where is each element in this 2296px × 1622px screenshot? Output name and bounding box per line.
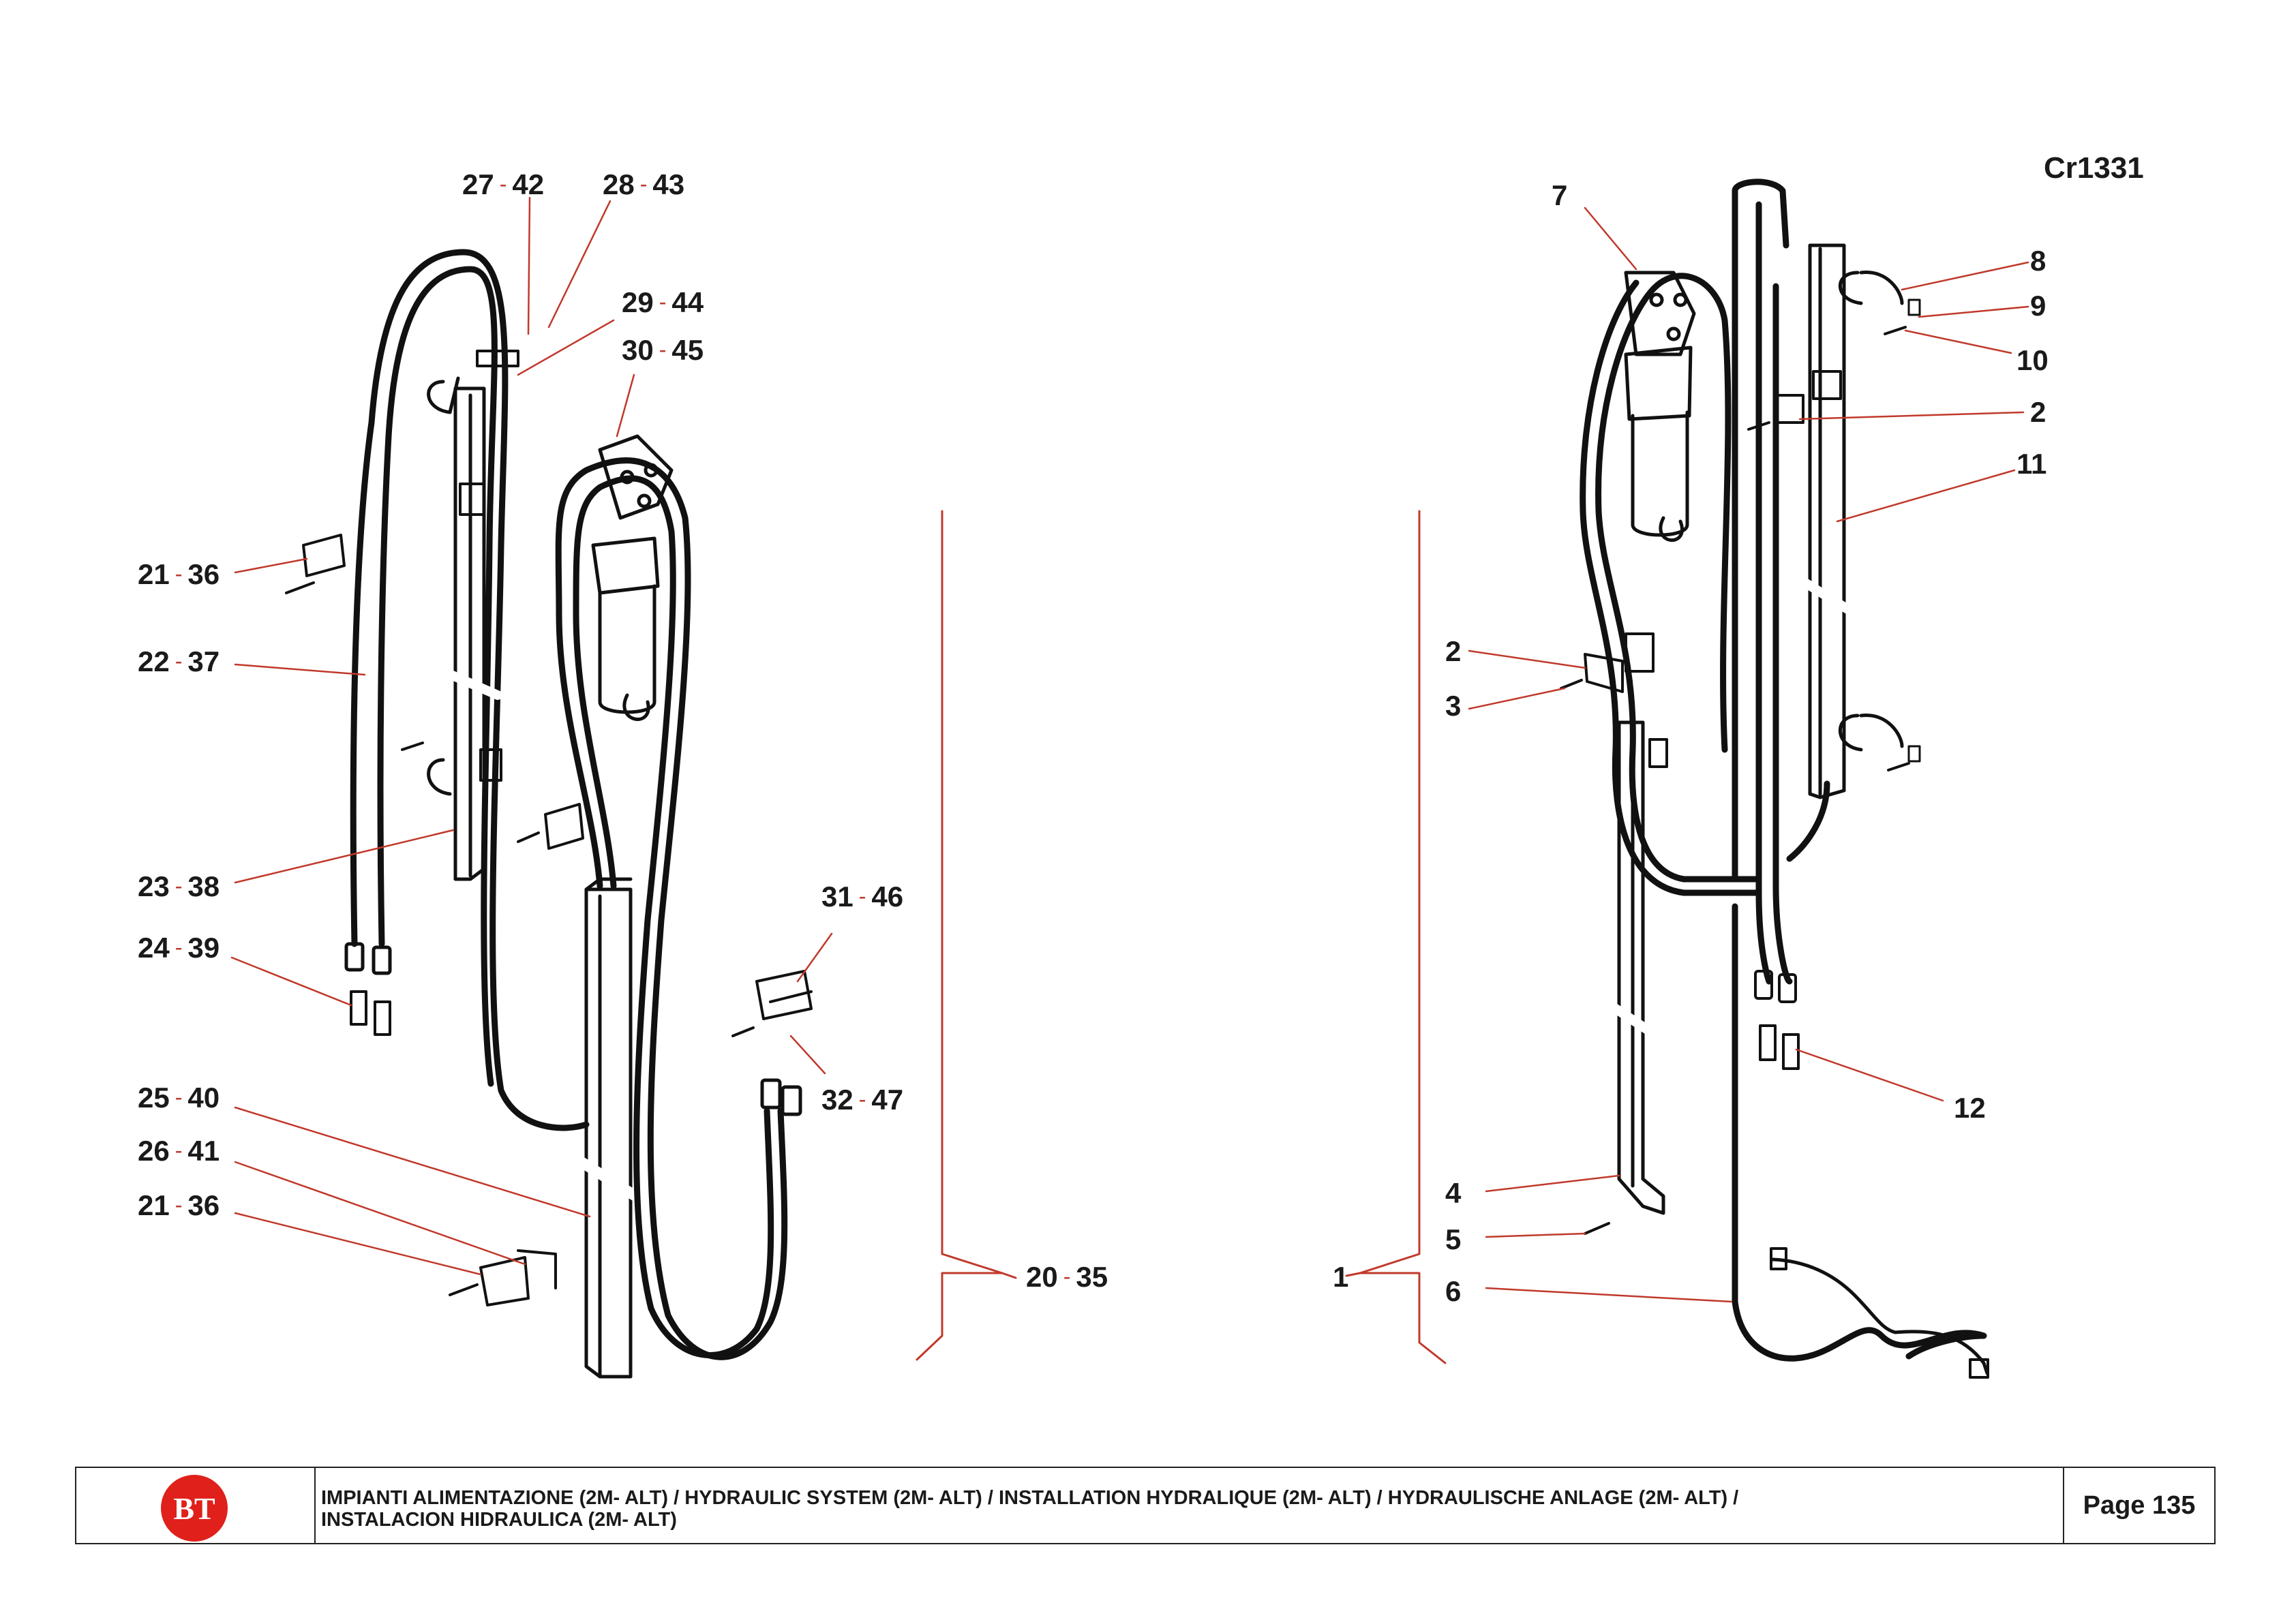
title-block: BT IMPIANTI ALIMENTAZIONE (2M- ALT) / HY… xyxy=(75,1467,2216,1544)
callout-3: 3 xyxy=(1445,690,1462,722)
callout-num: 24 xyxy=(138,932,170,964)
callout-27-42: 27-42 xyxy=(462,168,545,200)
callout-num-alt: 38 xyxy=(187,870,220,902)
callout-32-47: 32-47 xyxy=(821,1084,904,1116)
callout-num-alt: 45 xyxy=(671,334,704,366)
callout-num-alt: 40 xyxy=(187,1082,220,1114)
callout-num-alt: 42 xyxy=(512,168,545,200)
callout-30-45: 30-45 xyxy=(622,334,704,366)
callout-11: 11 xyxy=(2016,448,2047,480)
callout-num: 22 xyxy=(138,645,170,677)
callout-22-37: 22-37 xyxy=(138,645,220,677)
drawing-code: Cr1331 xyxy=(2044,151,2144,185)
callout-num: 20 xyxy=(1026,1261,1058,1293)
callout-num: 29 xyxy=(622,286,654,318)
title-line-2: INSTALACION HIDRAULICA (2M- ALT) xyxy=(321,1509,677,1531)
callout-29-44: 29-44 xyxy=(622,286,704,318)
callout-num-alt: 35 xyxy=(1076,1261,1108,1293)
callout-num: 23 xyxy=(138,870,170,902)
callout-28-43: 28-43 xyxy=(603,168,685,200)
hose-right-bottom xyxy=(1732,1298,1987,1362)
callout-num: 32 xyxy=(821,1084,854,1116)
rail-left xyxy=(453,386,486,881)
bracket-20-35 xyxy=(916,510,1017,1361)
callout-2-mid: 2 xyxy=(1445,635,1462,667)
callout-31-46: 31-46 xyxy=(821,881,904,913)
callout-num: 28 xyxy=(603,168,635,200)
callout-6: 6 xyxy=(1445,1275,1462,1307)
title-line-1: IMPIANTI ALIMENTAZIONE (2M- ALT) / HYDRA… xyxy=(321,1487,1739,1509)
callout-num-alt: 39 xyxy=(187,932,220,964)
callout-num: 25 xyxy=(138,1082,170,1114)
callout-10: 10 xyxy=(2016,344,2049,376)
valve-left xyxy=(591,434,674,721)
right-assembly xyxy=(1560,179,1989,1379)
hose-right-main xyxy=(1732,179,1789,1305)
callout-21-36-bottom: 21-36 xyxy=(138,1189,220,1221)
callout-num-alt: 47 xyxy=(871,1084,904,1116)
callout-num: 21 xyxy=(138,558,170,590)
hose-left-outer xyxy=(350,249,590,1131)
callout-7: 7 xyxy=(1552,179,1568,211)
callout-12: 12 xyxy=(1954,1092,1986,1124)
callout-20-35: 20-35 xyxy=(1026,1261,1108,1293)
page-number: Page 135 xyxy=(2083,1490,2196,1520)
callout-num-alt: 44 xyxy=(671,286,704,318)
title-cell: IMPIANTI ALIMENTAZIONE (2M- ALT) / HYDRA… xyxy=(316,1468,2064,1543)
callout-1: 1 xyxy=(1333,1261,1349,1293)
tube-right xyxy=(1808,243,1846,799)
callout-4: 4 xyxy=(1445,1177,1462,1209)
bracket-1 xyxy=(1345,510,1447,1364)
callout-num-alt: 46 xyxy=(871,881,904,913)
callout-num-alt: 36 xyxy=(187,1189,220,1221)
callout-2-top: 2 xyxy=(2030,396,2046,428)
callout-num-alt: 43 xyxy=(652,168,685,200)
callout-24-39: 24-39 xyxy=(138,932,220,964)
logo-cell: BT xyxy=(76,1468,316,1543)
callout-23-38: 23-38 xyxy=(138,870,220,902)
left-assembly xyxy=(285,249,813,1379)
callout-9: 9 xyxy=(2030,290,2046,322)
hose-left-inner xyxy=(377,266,498,1087)
leader-lines xyxy=(230,196,2029,1303)
callout-5: 5 xyxy=(1445,1223,1462,1255)
tube-left xyxy=(584,877,633,1379)
valve-right xyxy=(1624,271,1696,542)
hose-center xyxy=(555,457,788,1360)
callout-num: 31 xyxy=(821,881,854,913)
callout-26-41: 26-41 xyxy=(138,1135,220,1167)
callout-num: 27 xyxy=(462,168,494,200)
callout-num: 30 xyxy=(622,334,654,366)
rail-right xyxy=(1617,720,1665,1215)
callout-num: 26 xyxy=(138,1135,170,1167)
bt-logo: BT xyxy=(161,1475,228,1542)
callout-8: 8 xyxy=(2030,245,2046,277)
callout-num-alt: 37 xyxy=(187,645,220,677)
callout-num-alt: 36 xyxy=(187,558,220,590)
callout-num: 21 xyxy=(138,1189,170,1221)
callout-num-alt: 41 xyxy=(187,1135,220,1167)
callout-25-40: 25-40 xyxy=(138,1082,220,1114)
callout-21-36-top: 21-36 xyxy=(138,558,220,590)
